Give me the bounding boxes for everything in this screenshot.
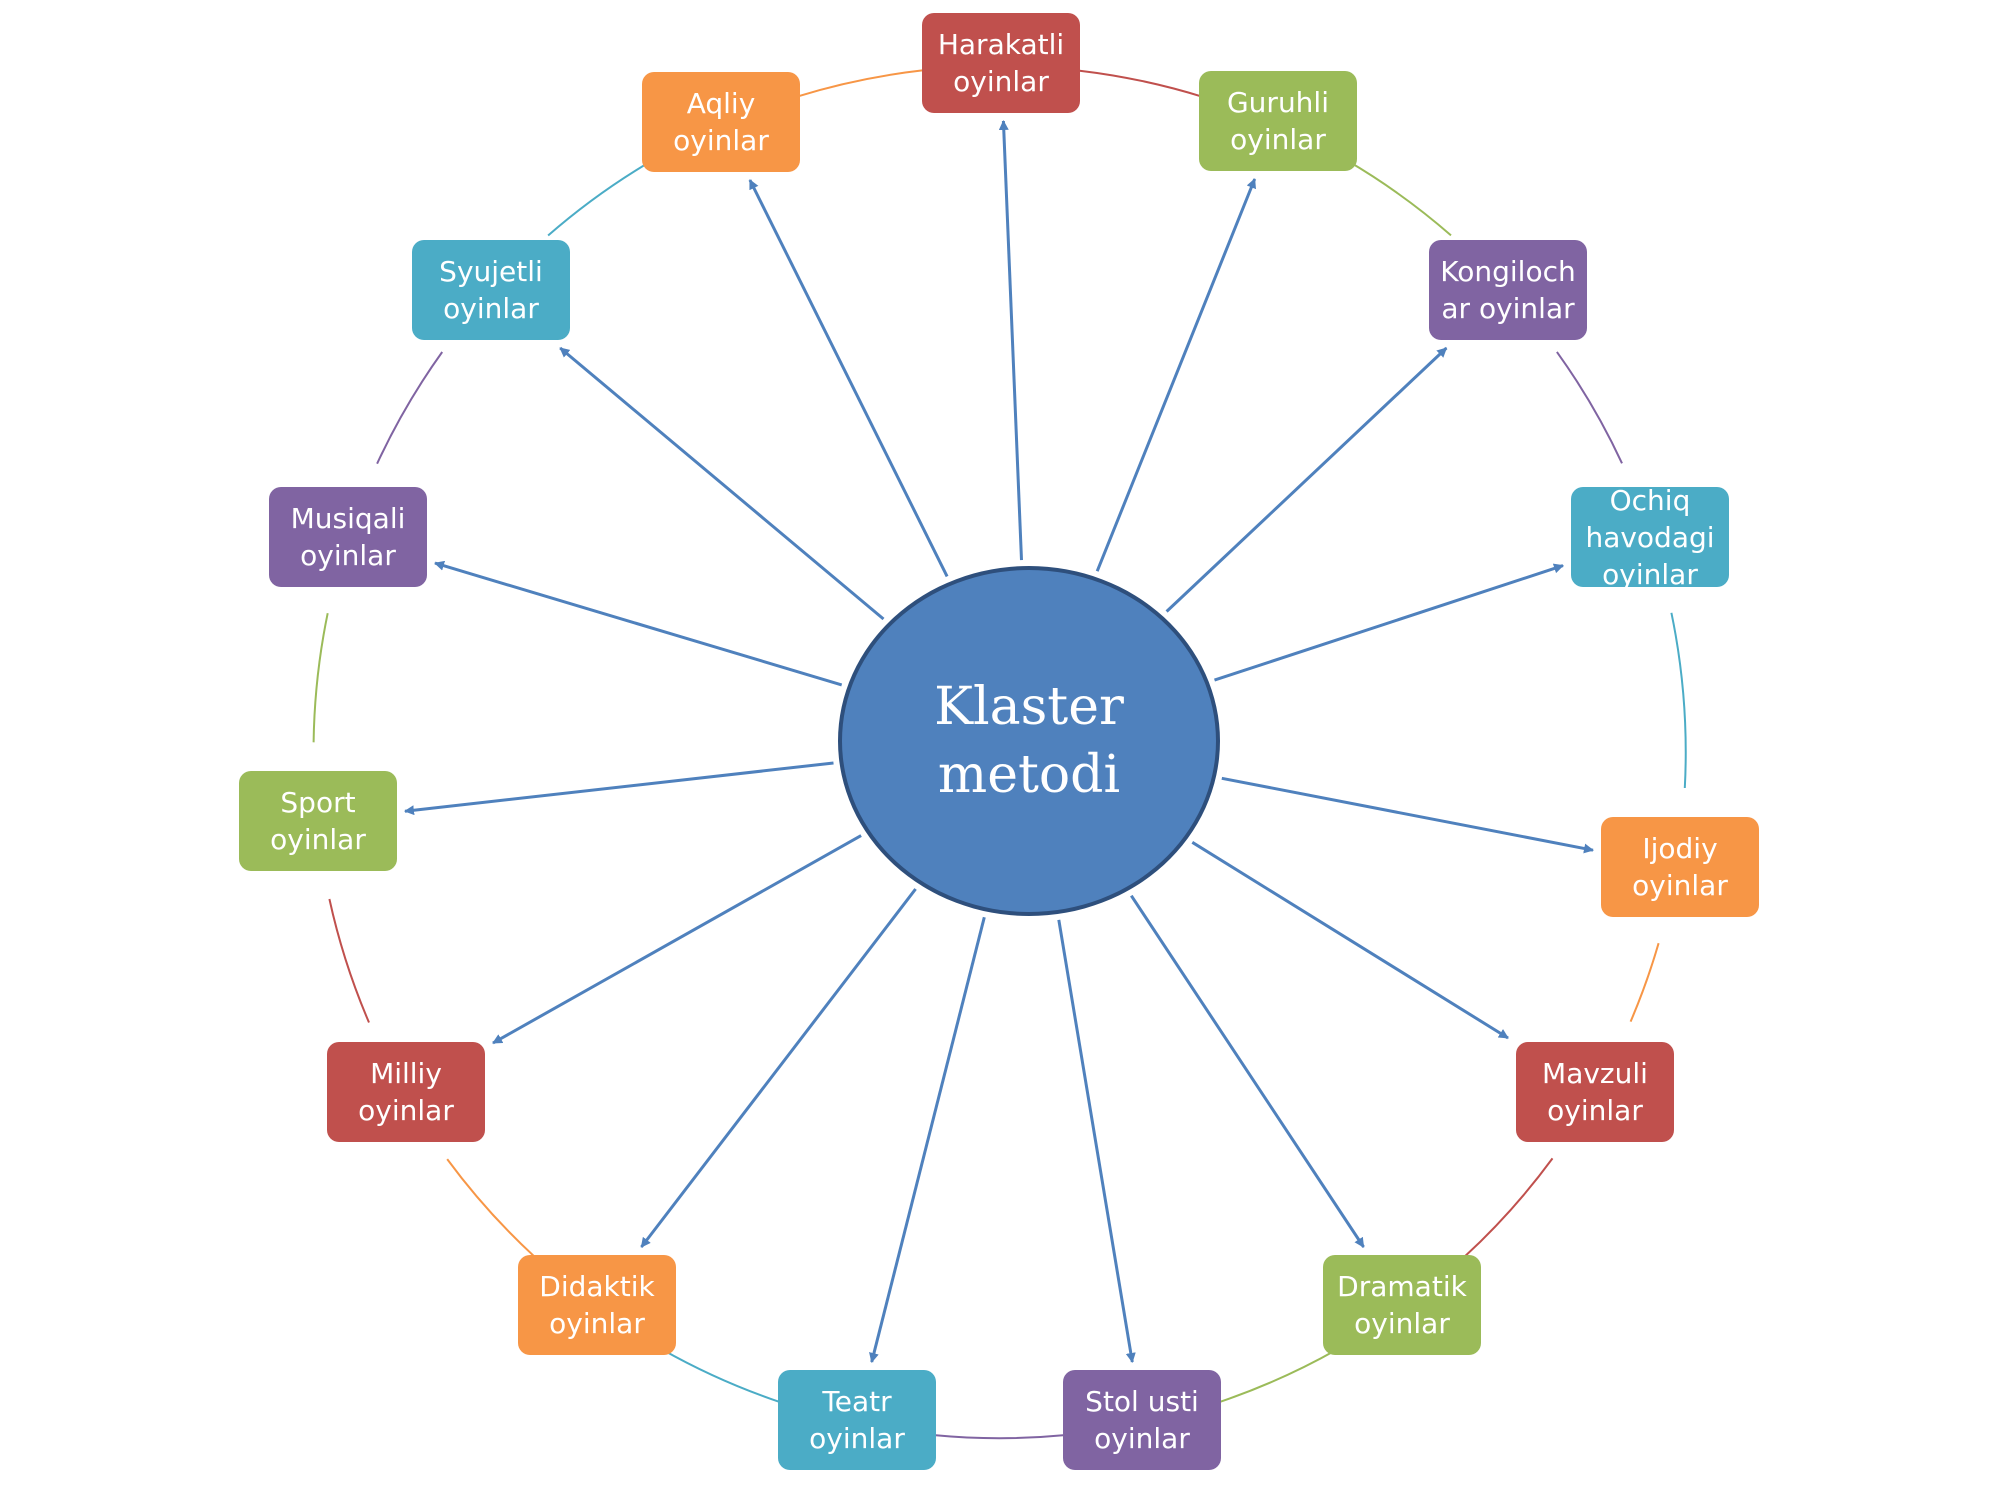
ring-arc-dramatik [1218,1348,1338,1404]
node-label: Aqliy oyinlar [673,87,769,157]
arrow-to-mavzuli [1191,841,1509,1040]
node-harakatli: Harakatli oyinlar [922,13,1080,113]
node-aqliy: Aqliy oyinlar [642,72,800,172]
node-milliy: Milliy oyinlar [327,1042,485,1142]
node-label: Musiqali oyinlar [290,502,406,572]
ring-arc-ijodiy [1629,942,1660,1022]
arrow-to-harakatli [998,120,1023,561]
node-didaktik: Didaktik oyinlar [518,1255,676,1355]
node-label: Kongiloch ar oyinlar [1440,255,1576,325]
arrow-to-kongilochar [1165,346,1448,613]
node-label: Stol usti oyinlar [1085,1385,1199,1455]
arrow-to-teatr [869,916,986,1363]
node-label: Didaktik oyinlar [539,1270,655,1340]
arrow-to-aqliy [748,179,949,578]
node-ochiq-havodagi: Ochiq havodagi oyinlar [1571,487,1729,587]
ring-arc-kongilochar [1556,351,1623,464]
node-label: Ochiq havodagi oyinlar [1585,487,1715,587]
arrow-to-ijodiy [1221,776,1594,854]
node-kongilochar: Kongiloch ar oyinlar [1429,240,1587,340]
node-sport: Sport oyinlar [239,771,397,871]
arrow-to-musiqali [434,560,843,687]
node-stol-usti: Stol usti oyinlar [1063,1370,1221,1470]
node-label: Milliy oyinlar [358,1057,454,1127]
ring-arc-harakatli [1079,69,1203,98]
ring-arc-stol-usti [934,1434,1065,1440]
node-teatr: Teatr oyinlar [778,1370,936,1470]
arrow-to-didaktik [640,888,917,1248]
ring-arc-didaktik [446,1158,536,1258]
ring-arc-sport [312,612,329,743]
ring-arc-guruhli [1346,159,1452,237]
arrow-to-dramatik [1130,894,1365,1248]
center-node: Klaster metodi [838,566,1220,916]
node-musiqali: Musiqali oyinlar [269,487,427,587]
node-ijodiy: Ijodiy oyinlar [1601,817,1759,917]
arrow-to-milliy [492,834,862,1045]
node-label: Sport oyinlar [270,786,366,856]
ring-arc-aqliy [795,69,923,98]
ring-arc-musiqali [376,351,444,465]
ring-arc-mavzuli [1463,1157,1554,1258]
node-label: Harakatli oyinlar [937,28,1065,98]
node-mavzuli: Mavzuli oyinlar [1516,1042,1674,1142]
center-node-label: Klaster metodi [934,677,1124,805]
node-label: Mavzuli oyinlar [1542,1057,1648,1127]
node-label: Ijodiy oyinlar [1632,832,1728,902]
node-guruhli: Guruhli oyinlar [1199,71,1357,171]
arrow-to-sport [404,761,834,816]
node-label: Teatr oyinlar [809,1385,905,1455]
node-dramatik: Dramatik oyinlar [1323,1255,1481,1355]
ring-arc-milliy [328,898,370,1023]
node-label: Dramatik oyinlar [1337,1270,1467,1340]
ring-arc-syujetli [547,159,653,237]
node-label: Guruhli oyinlar [1226,86,1329,156]
ring-arc-ochiq-havodagi [1670,612,1687,789]
ring-arc-teatr [661,1348,781,1404]
node-syujetli: Syujetli oyinlar [412,240,570,340]
node-label: Syujetli oyinlar [439,255,543,325]
arrow-to-ochiq-havodagi [1214,563,1564,682]
arrow-to-guruhli [1095,178,1257,572]
arrow-to-syujetli [559,346,885,621]
arrow-to-stol-usti [1057,919,1136,1363]
